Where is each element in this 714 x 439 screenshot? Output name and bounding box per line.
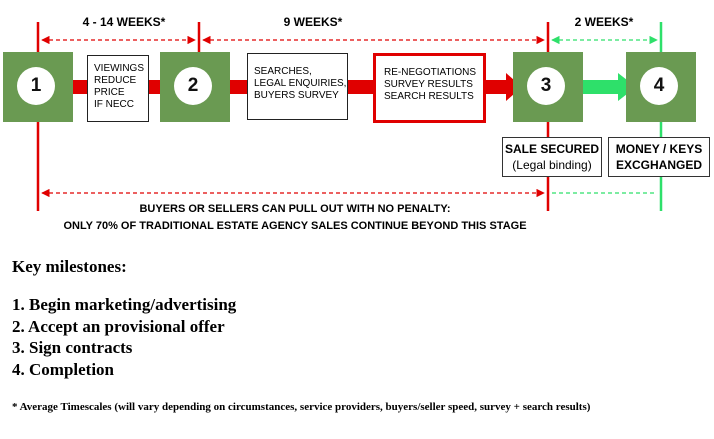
- searches-box: SEARCHES, LEGAL ENQUIRIES, BUYERS SURVEY: [247, 53, 348, 120]
- stage-number-1: 1: [17, 67, 55, 105]
- sale-secured-note: (Legal binding): [512, 158, 592, 172]
- stage-node-1: 1: [3, 52, 73, 122]
- pullout-caveat: BUYERS OR SELLERS CAN PULL OUT WITH NO P…: [40, 201, 550, 235]
- milestone-item: 1. Begin marketing/advertising: [12, 295, 237, 314]
- viewings-line: PRICE: [94, 87, 125, 98]
- milestone-item: 3. Sign contracts: [12, 338, 133, 357]
- stage-number-4: 4: [640, 67, 678, 105]
- viewings-line: IF NECC: [94, 99, 134, 110]
- sale-secured-title: SALE SECURED: [504, 142, 599, 156]
- viewings-box: VIEWINGS REDUCE PRICE IF NECC: [87, 55, 149, 122]
- renegotiations-line: SEARCH RESULTS: [384, 91, 474, 102]
- stage-number-2: 2: [174, 67, 212, 105]
- money-keys-line1: MONEY / KEYS: [615, 142, 703, 156]
- money-keys-line2: EXCGHANGED: [615, 158, 702, 172]
- viewings-line: REDUCE: [94, 75, 137, 86]
- stage-node-3: 3: [513, 52, 583, 122]
- timescale-footnote: * Average Timescales (will vary dependin…: [12, 401, 591, 413]
- stage-node-2: 2: [160, 52, 230, 122]
- money-keys-box: MONEY / KEYS EXCGHANGED: [608, 137, 710, 177]
- viewings-line: VIEWINGS: [94, 63, 145, 74]
- renegotiations-line: RE-NEGOTIATIONS: [384, 67, 477, 78]
- period-label-1: 4 - 14 WEEKS*: [76, 15, 172, 33]
- stage-node-4: 4: [626, 52, 696, 122]
- period-label-2: 9 WEEKS*: [278, 15, 348, 33]
- caveat-line1: BUYERS OR SELLERS CAN PULL OUT WITH NO P…: [139, 203, 451, 215]
- milestones-heading: Key milestones:: [12, 257, 127, 276]
- sale-secured-box: SALE SECURED (Legal binding): [502, 137, 602, 177]
- period-label-3: 2 WEEKS*: [572, 15, 636, 33]
- flow-band-green: [580, 80, 620, 94]
- searches-line: SEARCHES,: [254, 66, 312, 77]
- milestone-item: 4. Completion: [12, 359, 114, 379]
- searches-line: LEGAL ENQUIRIES,: [254, 78, 347, 89]
- caveat-line2: ONLY 70% OF TRADITIONAL ESTATE AGENCY SA…: [63, 220, 527, 232]
- milestone-item: 2. Accept an provisional offer: [12, 316, 225, 336]
- key-milestones: Key milestones: 1. Begin marketing/adver…: [12, 257, 236, 380]
- stage-number-3: 3: [527, 67, 565, 105]
- renegotiations-box: RE-NEGOTIATIONS SURVEY RESULTS SEARCH RE…: [373, 53, 486, 123]
- searches-line: BUYERS SURVEY: [254, 90, 339, 101]
- renegotiations-line: SURVEY RESULTS: [384, 79, 473, 90]
